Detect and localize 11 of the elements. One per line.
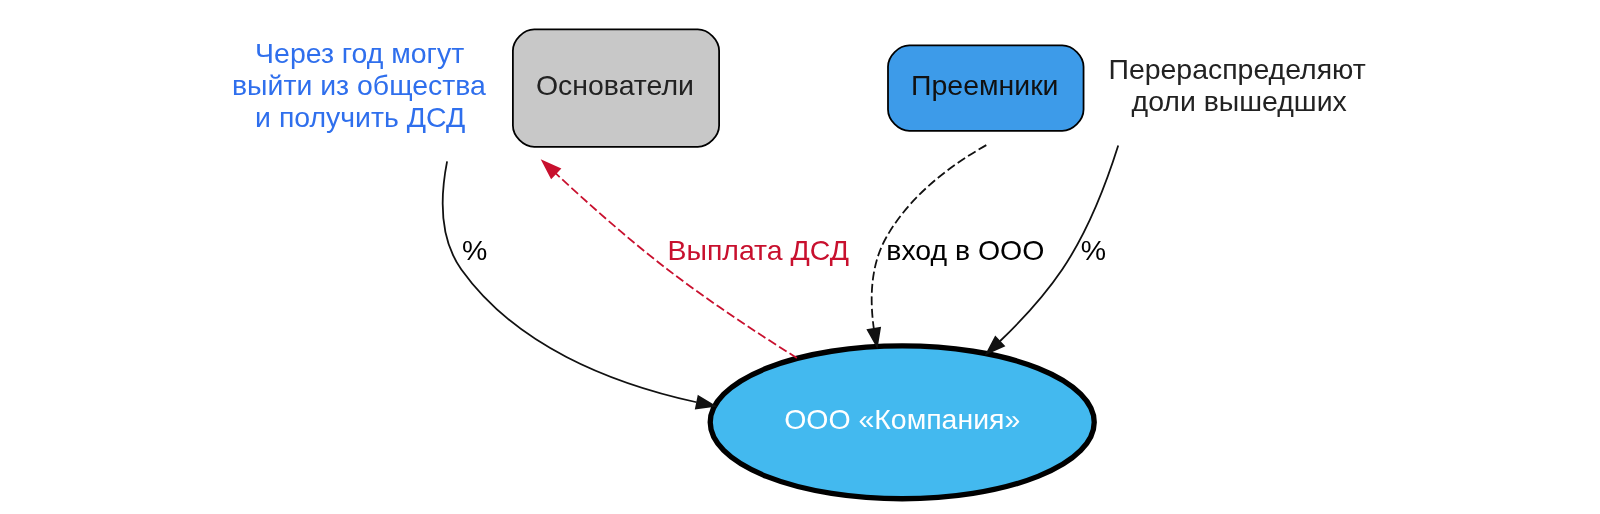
node-label: Перераспределяют доли вышедших: [1108, 52, 1366, 117]
arrow: [540, 159, 798, 359]
node-ellipse: ООО «Компания»: [707, 343, 1097, 502]
arrow: [984, 144, 1120, 356]
arrow: [866, 144, 988, 350]
arrow: [441, 160, 718, 410]
edge-label: вход в ООО: [886, 234, 1045, 267]
edge-label: Выплата ДСД: [667, 234, 849, 267]
edge-label: %: [1080, 234, 1106, 267]
edge-label: %: [462, 234, 488, 267]
node-label: Через год могут выйти из общества и получить ДСД: [232, 36, 486, 133]
